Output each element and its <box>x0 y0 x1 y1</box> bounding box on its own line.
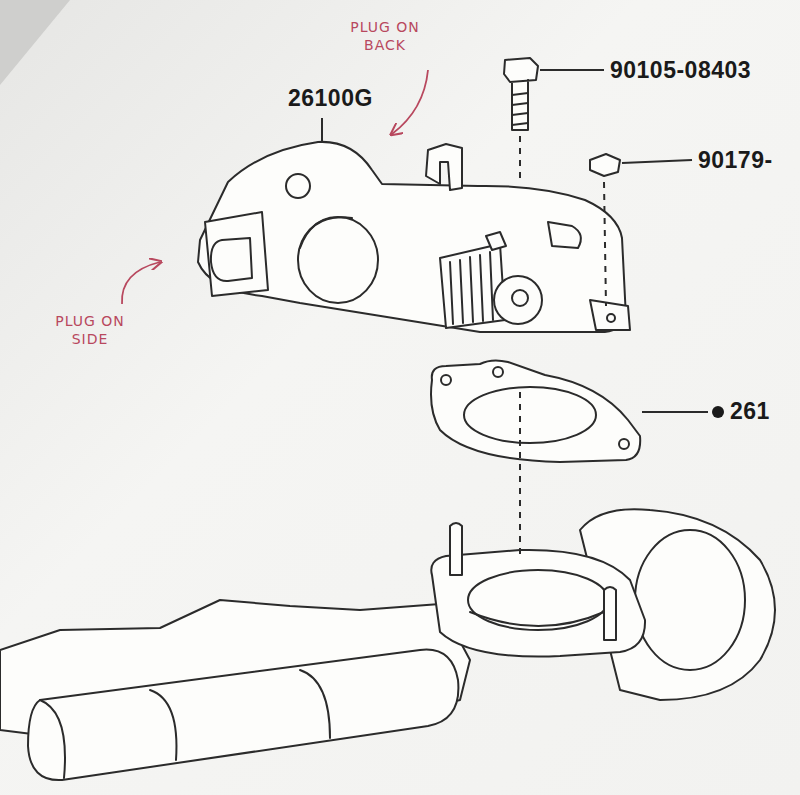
manifold-bore <box>468 570 608 630</box>
bore-depth <box>470 612 604 626</box>
gasket <box>431 360 640 462</box>
pipe-tube <box>28 650 458 781</box>
flange-lug <box>590 300 630 330</box>
leader-line <box>540 69 604 71</box>
throttle-spring <box>440 244 505 328</box>
tube-end <box>40 700 65 778</box>
top-port <box>286 174 310 198</box>
leader-line <box>622 160 692 163</box>
part-number: 26100G <box>288 86 373 111</box>
note-arrow <box>392 70 428 134</box>
leader-line <box>642 411 708 413</box>
new-part-dot <box>712 406 724 418</box>
gasket-hole <box>619 439 629 449</box>
manifold-flange <box>431 550 645 657</box>
page-shadow <box>0 0 70 85</box>
alignment-line <box>519 392 521 560</box>
throttle-lever <box>486 232 506 250</box>
nut <box>590 154 620 176</box>
turbo-housing <box>580 509 775 700</box>
turbo-rim <box>635 530 745 670</box>
tube-joint <box>300 670 330 738</box>
throttle-pulley <box>494 276 542 324</box>
handwritten-note: PLUG ON SIDE <box>40 312 140 348</box>
alignment-line <box>519 136 521 180</box>
throttle-body-housing <box>198 142 626 332</box>
vacuum-nipple <box>426 144 462 190</box>
housing-box <box>205 212 268 296</box>
handwritten-note: PLUG ON BACK <box>340 18 430 54</box>
part-number: 90105-08403 <box>610 58 751 83</box>
gasket-hole <box>493 367 503 377</box>
stud <box>604 587 616 640</box>
lug-hole <box>607 314 615 322</box>
pulley-hub <box>512 290 528 306</box>
plug-socket <box>211 238 252 281</box>
side-boss <box>548 222 581 248</box>
tube-joint <box>150 690 176 760</box>
gasket-hole <box>441 375 451 385</box>
bore-rim <box>300 217 352 248</box>
stud <box>450 523 462 575</box>
throttle-bore <box>298 217 378 303</box>
part-number: 90179- <box>698 148 773 173</box>
part-number: 261 <box>730 399 770 424</box>
alignment-line <box>604 182 606 306</box>
note-arrow <box>122 262 160 304</box>
leader-line <box>321 118 323 142</box>
gasket-bore <box>464 387 596 443</box>
bolt <box>504 58 538 130</box>
